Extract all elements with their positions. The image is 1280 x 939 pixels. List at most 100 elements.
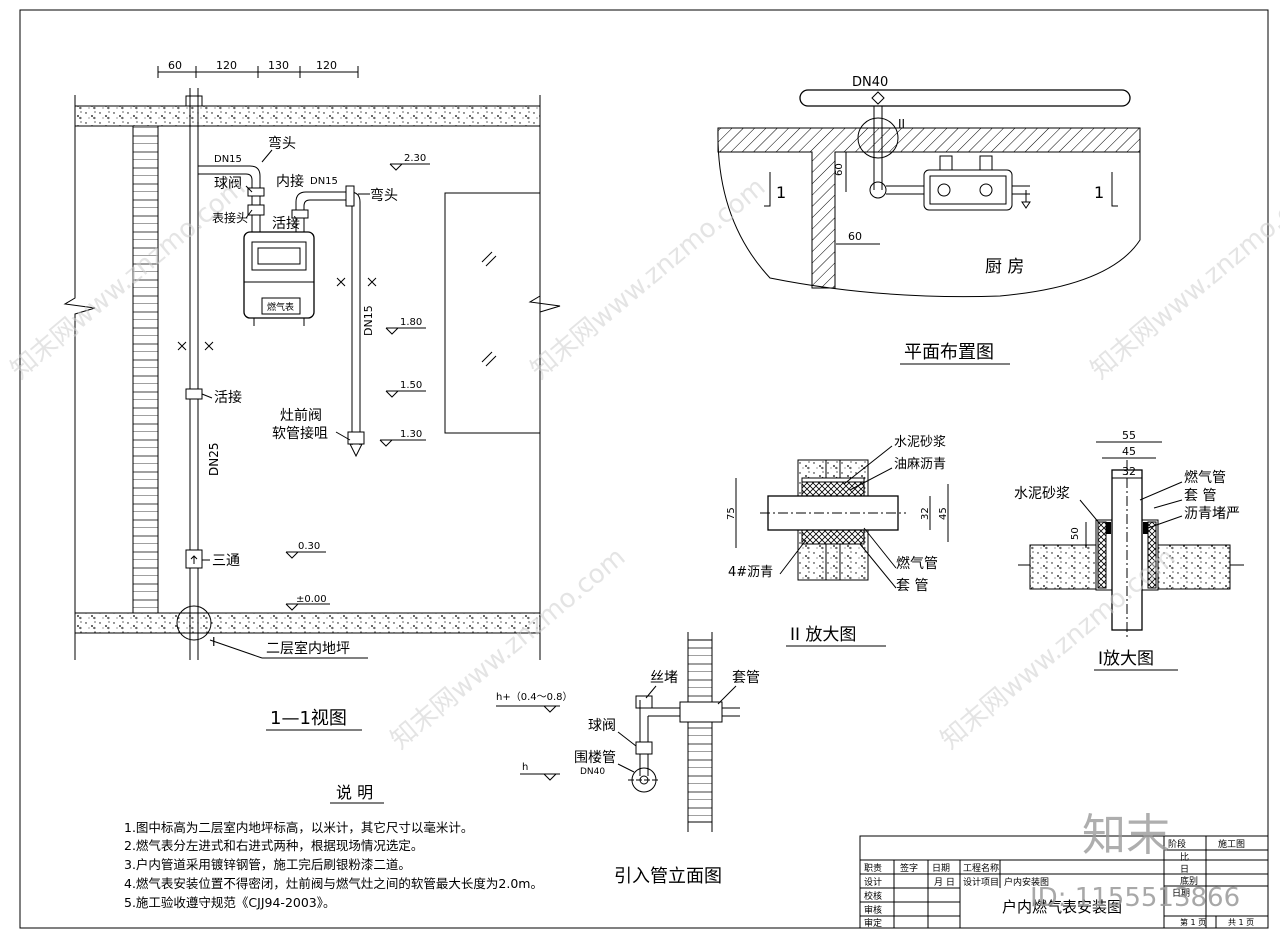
dim-120-a: 120 xyxy=(216,59,237,72)
dim-130: 130 xyxy=(268,59,289,72)
watermark-1: 知末网www.znzmo.com xyxy=(5,172,251,385)
label-meter-head: 表接头 xyxy=(212,210,248,225)
dim-50: 50 xyxy=(1070,527,1081,540)
label-riser-dn15: DN15 xyxy=(362,305,375,336)
watermark-id: ID: 1155513866 xyxy=(1030,883,1240,913)
label-sleeve-ii: 套 管 xyxy=(896,578,928,594)
dim-60: 60 xyxy=(168,59,182,72)
notes-heading: 说 明 xyxy=(336,783,373,802)
watermark-logo: 知末 xyxy=(1082,810,1170,861)
tb-right-4: 日期 xyxy=(1172,888,1190,899)
view-title-detail-i: I放大图 xyxy=(1098,649,1154,669)
detail-ii-view: 75 32 45 水泥砂浆 油麻沥青 燃气管 套 管 4#沥青 II 放大图 xyxy=(726,435,949,647)
view-title-1-1: 1—1视图 xyxy=(270,708,347,729)
note-4: 4.燃气表安装位置不得密闭，灶前阀与燃气灶之间的软管最大长度为2.0m。 xyxy=(124,876,543,891)
tb-r1-c1: 职责 xyxy=(864,862,882,874)
label-ball-valve-entry: 球阀 xyxy=(588,718,616,734)
tb-r2-c1: 设计 xyxy=(864,876,882,888)
label-ring-pipe: 围楼管 xyxy=(574,750,616,766)
watermark-layer: 知末网www.znzmo.com 知末网www.znzmo.com 知末网www… xyxy=(5,172,1280,913)
svg-text:±0.00: ±0.00 xyxy=(296,594,327,605)
tb-r4-c1: 审核 xyxy=(864,904,882,916)
tb-r1-c2: 签字 xyxy=(900,862,918,874)
tb-r2-c5: 户内安装图 xyxy=(1004,876,1049,888)
dim-75: 75 xyxy=(726,507,737,520)
label-dn15-left: DN15 xyxy=(214,154,242,165)
watermark-3: 知末网www.znzmo.com xyxy=(1085,172,1280,385)
label-floor: 二层室内地坪 xyxy=(266,640,350,657)
dim-45: 45 xyxy=(938,507,949,520)
brick-wall xyxy=(132,125,159,614)
tb-r2-c3: 月 日 xyxy=(934,877,955,888)
view-title-detail-ii: II 放大图 xyxy=(790,625,856,645)
title-block: 职责 签字 日期 工程名称 设计 月 日 设计项目 户内安装图 校核 审核 审定… xyxy=(859,835,1269,929)
section-mark-left: 1 xyxy=(776,183,786,202)
label-union-top: 活接 xyxy=(272,215,300,232)
label-stove-valve: 灶前阀 xyxy=(280,407,322,424)
dim-32-i: 32 xyxy=(1122,465,1136,478)
detail-ii-callout xyxy=(857,117,899,159)
ceiling-slab xyxy=(74,105,541,127)
plan-view: DN40 II 60 60 1 1 厨 房 平面布置图 xyxy=(717,75,1141,365)
note-1: 1.图中标高为二层室内地坪标高，以米计，其它尺寸以毫米计。 xyxy=(124,820,473,835)
watermark-2: 知末网www.znzmo.com xyxy=(525,172,771,385)
label-gas-pipe-ii: 燃气管 xyxy=(896,555,938,572)
label-elbow-top: 弯头 xyxy=(268,135,296,152)
svg-text:0.30: 0.30 xyxy=(298,541,320,552)
tb-stage-label: 阶段 xyxy=(1168,838,1186,850)
dim-60-vertical: 60 xyxy=(834,163,845,176)
label-hemp-ii: 油麻沥青 xyxy=(894,457,946,472)
floor-slab xyxy=(74,612,541,634)
label-mortar-i: 水泥砂浆 xyxy=(1014,486,1070,502)
label-gas-pipe-i: 燃气管 xyxy=(1184,469,1226,486)
tb-right-3: 底别 xyxy=(1180,875,1198,887)
pipe-dn40 xyxy=(799,89,1131,107)
left-break-line xyxy=(63,95,96,660)
tb-drawing-name: 户内燃气表安装图 xyxy=(1002,898,1122,916)
elevation-entry-h: h xyxy=(522,762,528,773)
view-title-plan: 平面布置图 xyxy=(904,342,994,363)
detail-i-view: 55 45 32 50 水泥砂浆 燃气管 套 管 沥青堵严 I放大图 xyxy=(1014,429,1244,671)
label-dn15-right: DN15 xyxy=(310,176,338,187)
tb-page: 第 1 页 xyxy=(1180,917,1206,927)
label-mortar-ii: 水泥砂浆 xyxy=(894,435,946,450)
plan-break-outline xyxy=(717,127,1141,298)
tb-stage-value: 施工图 xyxy=(1218,838,1245,850)
svg-text:1.50: 1.50 xyxy=(400,380,422,391)
label-asphalt-ii: 4#沥青 xyxy=(728,565,773,580)
dim-45-i: 45 xyxy=(1122,445,1136,458)
note-5: 5.施工验收遵守规范《CJJ94-2003》。 xyxy=(124,895,336,910)
tb-total: 共 1 页 xyxy=(1228,918,1254,927)
label-elbow-right: 弯头 xyxy=(370,187,398,204)
label-sleeve-entry: 套管 xyxy=(732,670,760,686)
note-3: 3.户内管道采用镀锌钢管，施工完后刷银粉漆二道。 xyxy=(124,857,411,872)
label-dn40-entry: DN40 xyxy=(580,767,605,777)
label-ball-valve: 球阀 xyxy=(214,176,242,192)
svg-text:1.80: 1.80 xyxy=(400,317,422,328)
elevation-marks: 2.30 1.80 1.50 1.30 0.30 ±0.00 xyxy=(285,153,430,611)
label-hose-nozzle: 软管接咀 xyxy=(272,425,328,442)
label-union-mid: 活接 xyxy=(214,389,242,406)
elevation-entry-top: h+（0.4～0.8） xyxy=(496,691,573,703)
meter-label: 燃气表 xyxy=(267,301,294,313)
section-mark-right: 1 xyxy=(1094,183,1104,202)
tb-r1-c4: 工程名称 xyxy=(963,862,999,874)
section-1-1-view: 60 120 130 120 xyxy=(63,59,561,731)
label-dn40: DN40 xyxy=(852,75,888,90)
label-marker-ii: II xyxy=(898,117,905,131)
label-tee: 三通 xyxy=(212,553,240,569)
detail-i-callout xyxy=(176,605,212,641)
tb-right-2: 日 xyxy=(1180,864,1189,875)
svg-text:1.30: 1.30 xyxy=(400,429,422,440)
label-kitchen: 厨 房 xyxy=(985,257,1024,277)
svg-text:2.30: 2.30 xyxy=(404,153,426,164)
label-sleeve-i: 套 管 xyxy=(1184,488,1216,504)
dim-32: 32 xyxy=(920,507,931,520)
sheet-border xyxy=(19,9,1269,929)
label-riser-dn25: DN25 xyxy=(207,443,221,477)
top-dimension-chain: 60 120 130 120 xyxy=(157,59,359,78)
dim-120-b: 120 xyxy=(316,59,337,72)
label-plug-i: 沥青堵严 xyxy=(1184,506,1240,522)
dim-60-horizontal: 60 xyxy=(848,230,862,243)
